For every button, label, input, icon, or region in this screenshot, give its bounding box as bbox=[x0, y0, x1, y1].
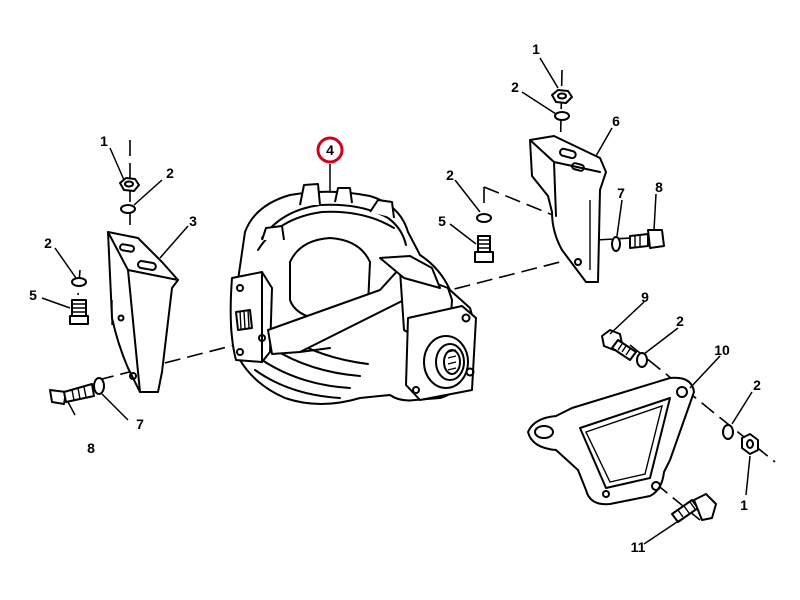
callout-1: 1 bbox=[740, 497, 748, 513]
rear-top-bolt bbox=[601, 329, 637, 361]
left-bottom-bolt bbox=[49, 383, 95, 405]
right-mounting-bracket bbox=[529, 135, 607, 283]
right-bracket-washer bbox=[611, 236, 621, 252]
callout-2: 2 bbox=[166, 165, 174, 181]
callout-2: 2 bbox=[676, 313, 684, 329]
right-side-washer bbox=[476, 213, 492, 223]
rear-mounting-plate bbox=[527, 376, 695, 506]
callout-5: 5 bbox=[438, 213, 446, 229]
right-side-bolt bbox=[474, 235, 494, 263]
right-bracket-bolt bbox=[629, 229, 665, 249]
left-bottom-washer bbox=[93, 377, 105, 395]
callout-2: 2 bbox=[446, 167, 454, 183]
leader-lines bbox=[41, 57, 753, 545]
left-top-nut bbox=[119, 177, 140, 192]
callout-3: 3 bbox=[189, 213, 197, 229]
right-top-washer bbox=[554, 111, 570, 121]
left-top-washer bbox=[120, 204, 136, 214]
callout-labels: 1 2 3 2 5 8 7 4 1 2 6 2 5 7 8 9 2 10 2 1… bbox=[29, 41, 761, 555]
rear-lower-nut bbox=[741, 433, 759, 455]
callout-8: 8 bbox=[655, 179, 663, 195]
callout-2: 2 bbox=[753, 377, 761, 393]
callout-6: 6 bbox=[612, 113, 620, 129]
callout-10: 10 bbox=[714, 342, 730, 358]
callout-5: 5 bbox=[29, 287, 37, 303]
rear-lower-washer bbox=[722, 424, 734, 440]
callout-8: 8 bbox=[87, 440, 95, 456]
differential-carrier bbox=[229, 183, 477, 405]
callout-7: 7 bbox=[136, 416, 144, 432]
left-mounting-bracket bbox=[107, 231, 179, 393]
left-side-bolt bbox=[69, 299, 89, 325]
rear-bottom-bolt bbox=[671, 493, 717, 523]
callout-2: 2 bbox=[44, 235, 52, 251]
callout-4: 4 bbox=[326, 142, 334, 158]
callout-4-highlight-ring bbox=[316, 136, 344, 164]
callout-1: 1 bbox=[532, 41, 540, 57]
callout-11: 11 bbox=[631, 539, 646, 555]
callout-1: 1 bbox=[100, 133, 108, 149]
callout-7: 7 bbox=[617, 185, 625, 201]
callout-2: 2 bbox=[511, 79, 519, 95]
left-side-washer bbox=[71, 277, 87, 287]
right-top-nut bbox=[551, 89, 573, 104]
callout-9: 9 bbox=[641, 289, 649, 305]
rear-top-washer bbox=[636, 352, 648, 368]
